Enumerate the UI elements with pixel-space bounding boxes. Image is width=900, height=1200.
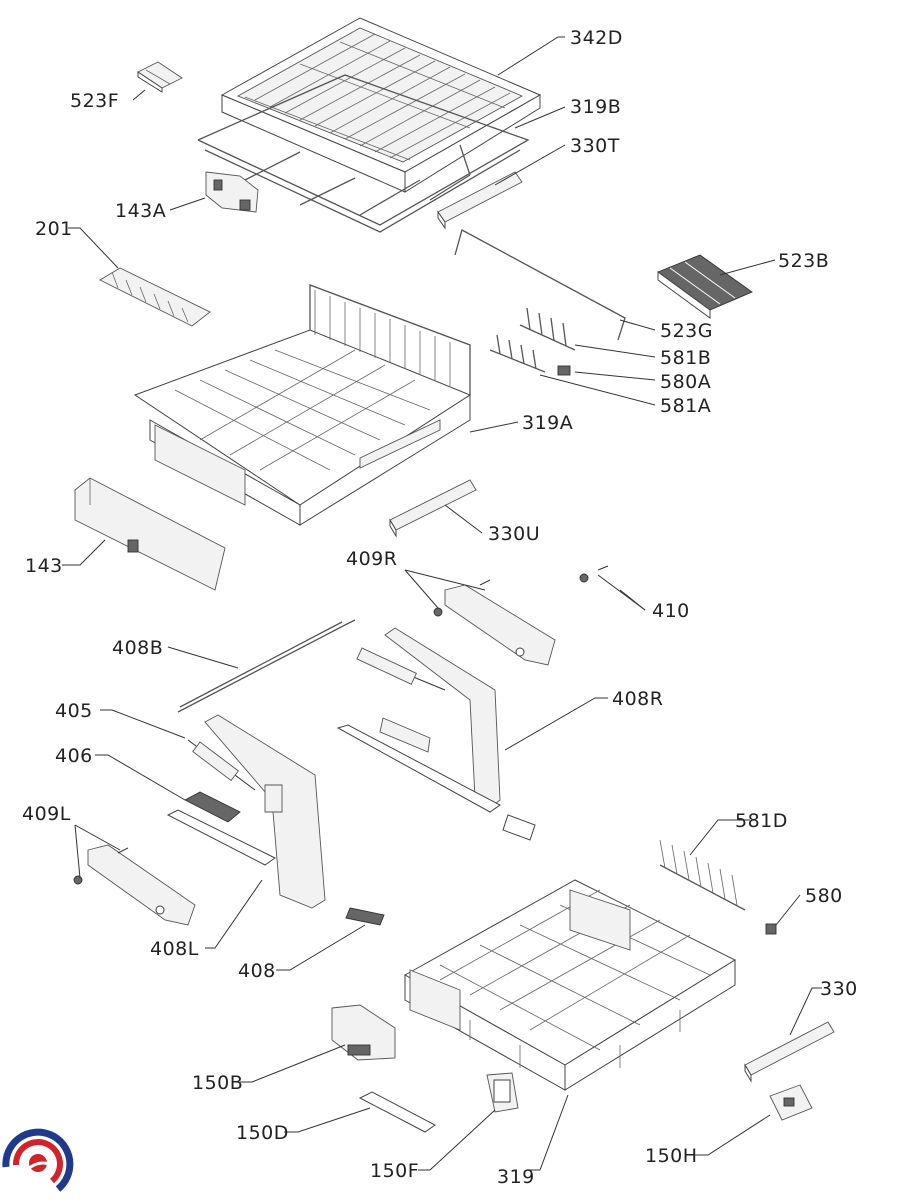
part-408r-assembly [336,627,536,841]
part-581d-tines [659,839,746,911]
part-330-handle [744,1021,835,1083]
part-143-bracket [74,477,226,591]
label-319a: 319A [522,412,573,434]
label-143a: 143A [115,200,166,222]
label-342d: 342D [570,27,623,49]
label-523f: 523F [70,90,119,112]
part-330u-handle [389,479,477,538]
part-342d-cutlery-tray [220,17,542,193]
part-405-gas-spring [187,739,256,791]
part-523b-block [657,254,753,319]
part-406-slide [184,791,241,823]
label-143: 143 [25,555,63,577]
label-406: 406 [55,745,93,767]
label-405: 405 [55,700,93,722]
part-581b-tines [519,307,576,351]
part-580a-clip [557,365,571,376]
part-150f-bracket [486,1072,519,1113]
label-523g: 523G [660,320,713,342]
label-410: 410 [652,600,690,622]
label-580: 580 [805,885,843,907]
part-409l-bracket [73,844,196,926]
part-523f-clip [137,61,183,93]
part-319b-upper-frame [197,74,530,233]
brand-logo [2,1128,74,1192]
part-408-endcap [345,907,385,926]
label-150b: 150B [192,1072,243,1094]
part-409r-bracket [433,579,556,666]
part-150h-clip [769,1084,813,1121]
part-580-clip [765,923,777,935]
label-408r: 408R [612,688,663,710]
label-330u: 330U [488,523,540,545]
part-523g-wire [454,229,626,341]
label-330: 330 [820,978,858,1000]
leader-lines [62,36,822,1171]
part-201-holder [99,267,211,327]
label-150d: 150D [236,1122,289,1144]
label-409l: 409L [22,803,71,825]
part-143a-bracket [205,171,259,213]
label-330t: 330T [570,135,620,157]
label-581a: 581A [660,395,711,417]
label-409r: 409R [346,548,397,570]
part-410-screws [579,565,609,583]
label-580a: 580A [660,371,711,393]
label-408l: 408L [150,938,199,960]
part-150b-bracket [331,1004,396,1061]
part-581a-tines [489,334,546,373]
label-523b: 523B [778,250,829,272]
part-319a-upper-basket [133,284,472,526]
label-408b: 408B [112,637,163,659]
label-201: 201 [35,218,73,240]
part-408b-rod [177,619,356,713]
label-319b: 319B [570,96,621,118]
label-581b: 581B [660,347,711,369]
label-581d: 581D [735,810,788,832]
part-319-lower-basket [403,879,737,1091]
label-319: 319 [497,1166,535,1188]
part-330t-handle [437,171,523,230]
label-408: 408 [238,960,276,982]
part-150d-rail [358,1091,436,1133]
label-150h: 150H [645,1145,698,1167]
label-150f: 150F [370,1160,419,1182]
part-408l-assembly [166,714,326,909]
